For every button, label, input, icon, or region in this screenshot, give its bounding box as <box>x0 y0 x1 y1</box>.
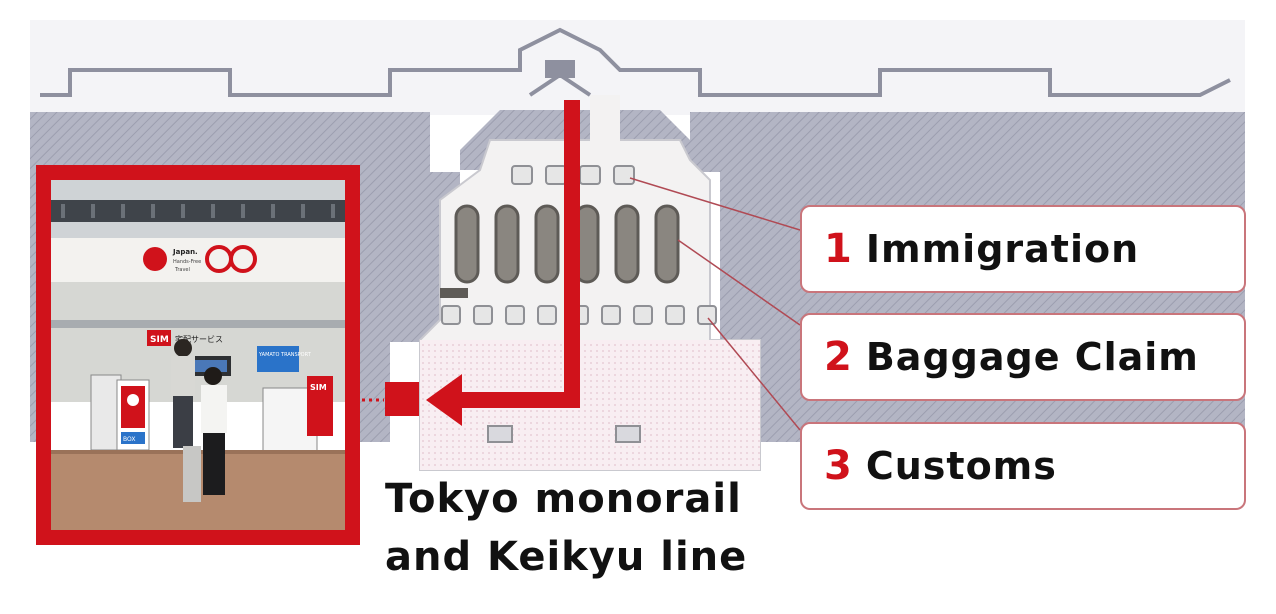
destination-line-2: and Keikyu line <box>385 534 748 580</box>
sign-brand-sub2: Travel <box>174 267 190 273</box>
sign-yamato: YAMATO TRANSPORT <box>258 352 312 358</box>
sign-takuhai: 宅配サービス <box>175 334 223 344</box>
sign-sim: SIM <box>150 335 169 345</box>
immigration-booths <box>511 165 635 185</box>
baggage-carousels <box>454 204 680 284</box>
callout-number: 3 <box>824 443 852 489</box>
route-arrow <box>362 100 580 426</box>
sign-brand-sub1: Hands-Free <box>173 259 201 265</box>
destination-line-1: Tokyo monorail <box>385 476 742 522</box>
sign-sim-small: SIM <box>310 383 327 392</box>
callout-number: 2 <box>824 334 852 380</box>
sign-brand-top: Japan. <box>172 248 198 256</box>
callout-label: Baggage Claim <box>865 335 1199 379</box>
counter-photo-illustration: Japan. Hands-Free Travel SIM 宅配サービス YAMA… <box>51 180 345 530</box>
callout-baggage-claim: 2 Baggage Claim <box>800 313 1246 401</box>
callout-label: Immigration <box>865 227 1140 271</box>
callout-leader-lines <box>629 177 801 431</box>
counter-photo: Japan. Hands-Free Travel SIM 宅配サービス YAMA… <box>36 165 360 545</box>
wall-right <box>690 112 1245 172</box>
callout-number: 1 <box>824 226 852 272</box>
wall-left <box>30 112 430 172</box>
sign-box: BOX <box>123 436 135 443</box>
callout-customs: 3 Customs <box>800 422 1246 510</box>
destination-label: Tokyo monorail and Keikyu line <box>385 470 785 586</box>
callout-immigration: 1 Immigration <box>800 205 1246 293</box>
callout-label: Customs <box>865 444 1057 488</box>
